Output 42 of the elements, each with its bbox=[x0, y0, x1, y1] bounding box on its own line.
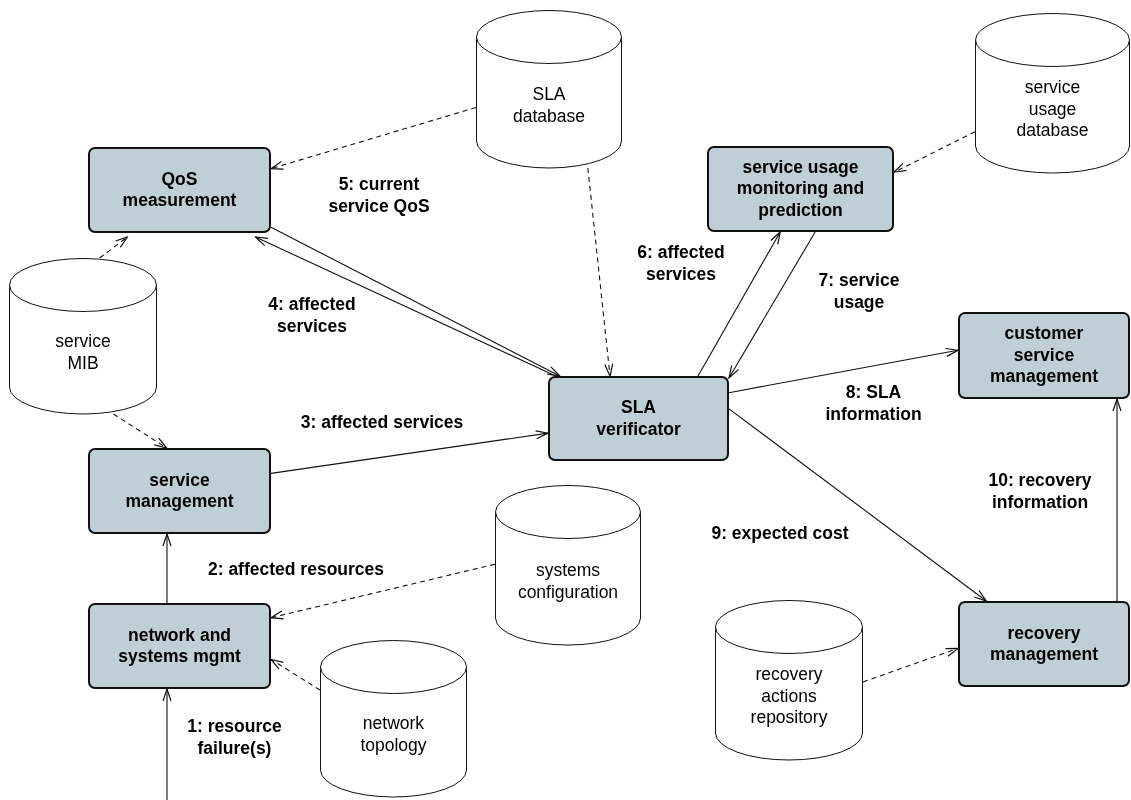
arrow bbox=[728, 408, 987, 602]
arrow bbox=[697, 231, 781, 377]
node-label: service MIB bbox=[55, 330, 111, 375]
dashed-arrow bbox=[112, 413, 168, 449]
node-label: network topology bbox=[360, 713, 427, 757]
database-cylinder bbox=[9, 258, 157, 414]
node-label: recovery management bbox=[989, 622, 1099, 666]
node-label: customer service management bbox=[989, 323, 1099, 388]
process-box bbox=[88, 147, 271, 233]
node-label: QoS measurement bbox=[121, 168, 238, 212]
arrow bbox=[728, 231, 816, 379]
node-label: SLA verificator bbox=[595, 397, 682, 440]
database-cylinder bbox=[476, 10, 622, 168]
database-cylinder bbox=[715, 600, 863, 760]
arrow bbox=[162, 688, 172, 800]
node-label: service usage database bbox=[1016, 76, 1089, 143]
process-box bbox=[958, 312, 1130, 399]
process-box bbox=[88, 448, 271, 534]
dashed-arrow bbox=[270, 563, 496, 620]
node-label: systems configuration bbox=[517, 559, 619, 604]
dashed-arrow bbox=[270, 658, 321, 691]
dashed-arrow bbox=[862, 647, 959, 683]
arrow bbox=[728, 347, 959, 394]
node-label: service usage monitoring and prediction bbox=[735, 157, 866, 221]
process-box bbox=[707, 146, 894, 232]
node-label: service management bbox=[124, 469, 235, 513]
node-label: recovery actions repository bbox=[750, 663, 828, 730]
process-box bbox=[958, 601, 1130, 687]
node-label: network and systems mgmt bbox=[117, 624, 242, 668]
dashed-arrow bbox=[893, 131, 976, 173]
dashed-arrow bbox=[587, 167, 614, 377]
database-cylinder bbox=[495, 485, 641, 645]
dashed-arrow bbox=[270, 106, 477, 170]
arrow bbox=[162, 533, 172, 604]
database-cylinder bbox=[320, 640, 467, 797]
process-box bbox=[88, 603, 271, 689]
node-label: SLA database bbox=[513, 83, 585, 128]
arrow bbox=[270, 430, 549, 474]
arrow bbox=[1112, 398, 1122, 602]
process-box bbox=[548, 376, 729, 461]
dashed-arrow bbox=[99, 236, 129, 259]
database-cylinder bbox=[975, 13, 1130, 173]
